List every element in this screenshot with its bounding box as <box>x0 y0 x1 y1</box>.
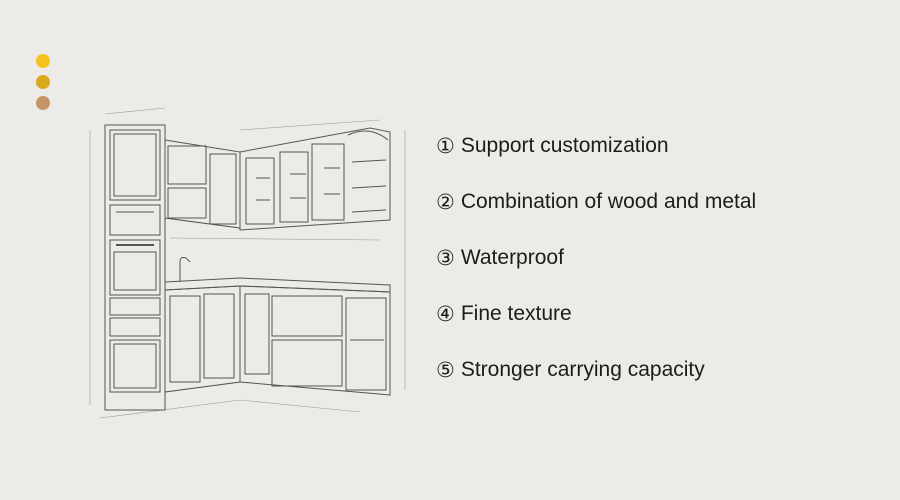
feature-item: ⑤ Stronger carrying capacity <box>436 356 756 384</box>
dot-gold <box>36 75 50 89</box>
upper-cabinets-right <box>239 127 391 231</box>
decorative-dots <box>36 54 50 117</box>
tall-cabinet <box>104 124 166 411</box>
upper-cabinets-left <box>164 139 241 229</box>
feature-item: ④ Fine texture <box>436 300 756 328</box>
dimension-lines <box>89 107 406 419</box>
feature-number: ① <box>436 134 455 158</box>
dot-yellow <box>36 54 50 68</box>
feature-text: Support customization <box>460 134 669 157</box>
feature-text: Combination of wood and metal <box>460 190 757 213</box>
feature-text: Stronger carrying capacity <box>460 358 705 381</box>
feature-text: Waterproof <box>460 246 564 269</box>
feature-item: ② Combination of wood and metal <box>436 188 756 216</box>
feature-text: Fine texture <box>460 302 572 325</box>
feature-number: ③ <box>436 246 455 270</box>
feature-number: ⑤ <box>436 358 455 382</box>
feature-number: ④ <box>436 302 455 326</box>
feature-item: ③ Waterproof <box>436 244 756 272</box>
feature-item: ① Support customization <box>436 132 756 160</box>
base-cabinets <box>164 285 391 396</box>
kitchen-cabinet-sketch-icon <box>89 107 406 419</box>
feature-number: ② <box>436 190 455 214</box>
dot-tan <box>36 96 50 110</box>
feature-list: ① Support customization ② Combination of… <box>436 132 756 412</box>
countertop <box>164 257 391 293</box>
